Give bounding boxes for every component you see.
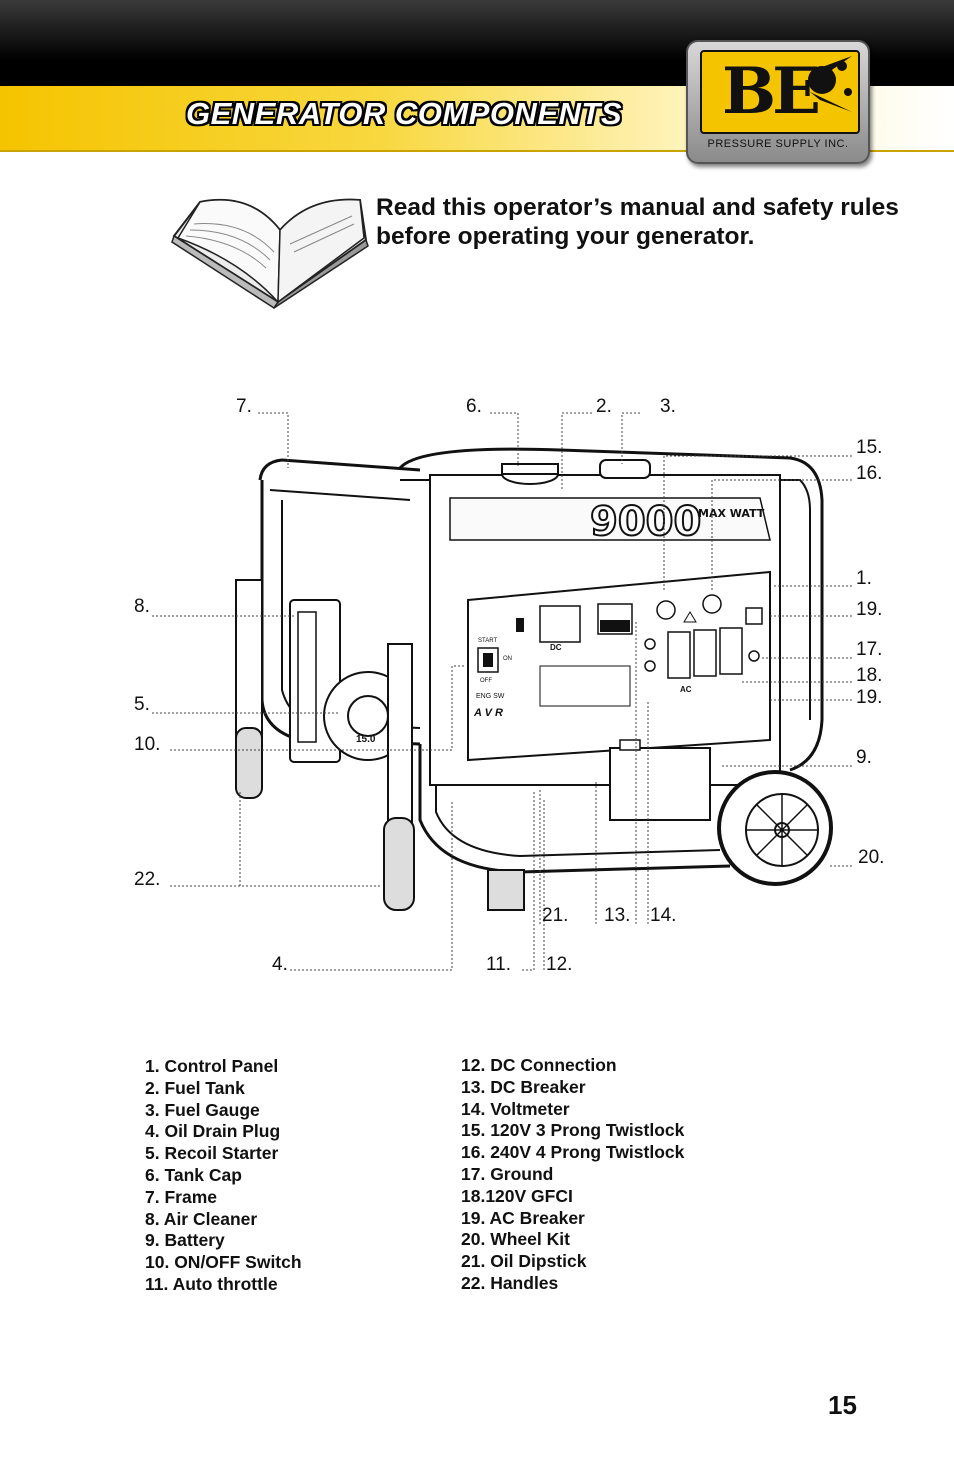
list-item: 19. AC Breaker (461, 1207, 585, 1228)
callout-7: 7. (236, 396, 252, 417)
recoil-badge: 15.0 (356, 734, 376, 745)
callout-6: 6. (466, 396, 482, 417)
safety-instruction: Read this operator’s manual and safety r… (376, 194, 899, 250)
list-item: 4. Oil Drain Plug (145, 1121, 281, 1142)
logo-letters: BE (722, 54, 821, 129)
list-item: 15. 120V 3 Prong Twistlock (461, 1120, 685, 1141)
logo-mark: BE (700, 50, 860, 134)
callout-19-upper: 19. (856, 599, 883, 620)
callout-13: 13. (604, 905, 631, 926)
section-title: GENERATOR COMPONENTS (186, 96, 622, 131)
callout-3: 3. (660, 396, 676, 417)
panel-start-label: START (478, 638, 497, 644)
callout-12: 12. (546, 954, 573, 975)
generator-diagram: 9000 MAX WATT START ON OFF ENG SW A V R … (152, 412, 852, 971)
list-item: 5. Recoil Starter (145, 1143, 279, 1164)
callout-9: 9. (856, 747, 872, 768)
list-item: 9. Battery (145, 1230, 225, 1251)
list-item: 13. DC Breaker (461, 1076, 586, 1097)
panel-off-label: OFF (480, 678, 492, 684)
callout-4: 4. (272, 954, 288, 975)
parts-list-right: 12. DC Connection 13. DC Breaker 14. Vol… (461, 1055, 684, 1295)
logo-subtext: PRESSURE SUPPLY INC. (707, 138, 849, 150)
panel-eng-label: ENG SW (476, 693, 505, 700)
list-item: 7. Frame (145, 1186, 217, 1207)
callout-11: 11. (486, 954, 512, 975)
callout-17: 17. (856, 639, 883, 660)
list-item: 10. ON/OFF Switch (145, 1252, 302, 1273)
callout-20: 20. (858, 847, 885, 868)
list-item: 18.120V GFCI (461, 1185, 573, 1206)
list-item: 8. Air Cleaner (145, 1208, 258, 1229)
list-item: 20. Wheel Kit (461, 1229, 570, 1250)
callout-22: 22. (134, 869, 161, 890)
list-item: 17. Ground (461, 1163, 554, 1184)
callout-14: 14. (650, 905, 677, 926)
model-number: 9000 (590, 499, 701, 545)
panel-on-label: ON (503, 656, 512, 662)
list-item: 14. Voltmeter (461, 1098, 570, 1119)
list-item: 12. DC Connection (461, 1055, 617, 1075)
callout-8: 8. (134, 596, 150, 617)
list-item: 1. Control Panel (145, 1056, 279, 1076)
list-item: 21. Oil Dipstick (461, 1251, 587, 1272)
list-item: 22. Handles (461, 1272, 559, 1293)
callout-1: 1. (856, 568, 872, 589)
list-item: 11. Auto throttle (145, 1273, 278, 1294)
open-book-icon (171, 198, 369, 310)
callout-16: 16. (856, 463, 883, 484)
list-item: 16. 240V 4 Prong Twistlock (461, 1142, 685, 1163)
list-item: 3. Fuel Gauge (145, 1099, 260, 1120)
brand-logo: BE PRESSURE SUPPLY INC. (686, 40, 870, 164)
panel-ac-label: AC (680, 685, 692, 694)
callout-2: 2. (596, 396, 612, 417)
callout-5: 5. (134, 694, 150, 715)
panel-dc-label: DC (550, 643, 562, 652)
panel-avr-label: A V R (473, 707, 503, 719)
list-item: 2. Fuel Tank (145, 1077, 245, 1098)
paint-splash-icon (808, 56, 852, 112)
list-item: 6. Tank Cap (145, 1164, 242, 1185)
parts-list-left: 1. Control Panel 2. Fuel Tank 3. Fuel Ga… (145, 1056, 302, 1296)
callout-15: 15. (856, 437, 883, 458)
callout-10: 10. (134, 734, 161, 755)
callout-19-lower: 19. (856, 687, 883, 708)
callout-18: 18. (856, 665, 883, 686)
max-watt-label: MAX WATT (698, 507, 765, 520)
page-number: 15 (828, 1390, 857, 1420)
callout-21: 21. (542, 905, 569, 926)
